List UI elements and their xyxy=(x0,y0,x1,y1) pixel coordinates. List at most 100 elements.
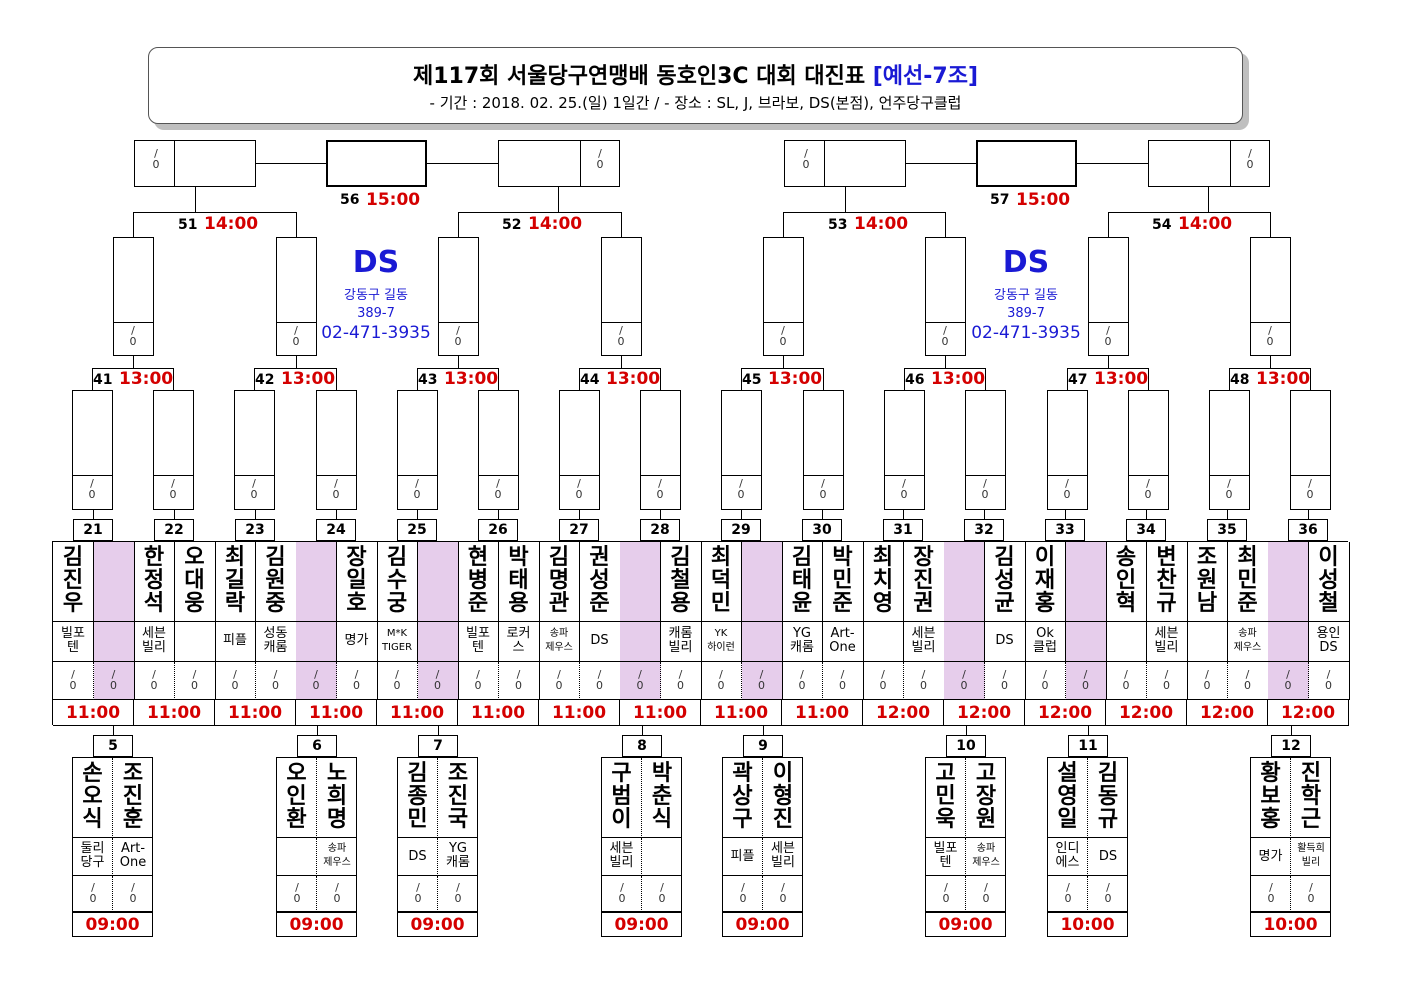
player-name-cell xyxy=(741,542,783,622)
match-time-cell: 11:00 xyxy=(782,700,863,726)
player-score-cell: / 0 xyxy=(782,662,823,700)
player-club-cell: 세븐 빌리 xyxy=(134,622,175,662)
match-time: 11:00 xyxy=(308,703,364,723)
player-name-cell: 송인혁 xyxy=(1106,542,1147,622)
player-club-cell: Ok 클럽 xyxy=(1025,622,1066,662)
bracket-line xyxy=(1108,212,1109,237)
match-number: 26 xyxy=(488,522,508,538)
player-club: 세븐 빌리 xyxy=(771,841,795,870)
bracket-line xyxy=(904,368,905,390)
round1-header: 33 xyxy=(1045,519,1085,541)
player-score-cell: / 0 xyxy=(1187,662,1228,700)
final-center-slot xyxy=(976,140,1077,187)
player-name: 송인혁 xyxy=(1115,545,1137,616)
score-value: / 0 xyxy=(1284,668,1292,692)
player-name-cell: 변찬규 xyxy=(1146,542,1188,622)
player-club: DS xyxy=(590,633,609,648)
round2-slot xyxy=(803,390,844,510)
player-name: 오인환 xyxy=(286,761,307,832)
player-score-cell: / 0 xyxy=(1146,662,1188,700)
player-name: 박민준 xyxy=(832,545,853,616)
player-score-cell: / 0 xyxy=(296,662,337,700)
bracket-line xyxy=(1227,510,1228,519)
bracket-line xyxy=(195,187,196,212)
venue-address: 강동구 길동 xyxy=(344,288,408,303)
player-club-cell xyxy=(277,838,317,876)
score-value: / 0 xyxy=(596,147,604,171)
round1-header: 36 xyxy=(1288,519,1328,541)
bracket-line xyxy=(397,475,438,476)
player-score-cell: / 0 xyxy=(926,876,966,912)
player-club: 피플 xyxy=(730,849,755,864)
player-name: 현병준 xyxy=(467,545,489,616)
player-score-cell: / 0 xyxy=(966,876,1006,912)
player-club-cell: 송파 제우스 xyxy=(1227,622,1269,662)
score-value: / 0 xyxy=(1064,881,1072,905)
player-club-cell: YG 캐롬 xyxy=(438,838,478,876)
match-time: 11:00 xyxy=(713,703,769,723)
bracket-line xyxy=(845,187,846,212)
score-value: / 0 xyxy=(515,668,522,692)
round2-slot xyxy=(234,390,275,510)
bracket-line xyxy=(133,212,134,237)
score-value: / 0 xyxy=(920,668,927,692)
player-club: YK 하이런 xyxy=(707,628,735,653)
player-score-cell: / 0 xyxy=(1308,662,1350,700)
player-name-cell: 최덕민 xyxy=(701,542,742,622)
bracket-line xyxy=(763,322,804,323)
score-value: / 0 xyxy=(617,324,625,348)
player-name: 이형진 xyxy=(772,761,794,832)
player-club-cell: YK 하이런 xyxy=(701,622,742,662)
player-name-cell: 최치영 xyxy=(863,542,904,622)
round1-header: 28 xyxy=(640,519,680,541)
match-time: 11:00 xyxy=(551,703,607,723)
player-name: 김종민 xyxy=(407,761,428,832)
bracket-line xyxy=(93,510,94,519)
round1-header: 23 xyxy=(235,519,275,541)
score-value: / 0 xyxy=(1307,881,1315,905)
match-time-cell: 09:00 xyxy=(277,912,356,936)
round1-header: 32 xyxy=(964,519,1004,541)
player-club-cell: DS xyxy=(579,622,621,662)
round2-slot xyxy=(1209,390,1250,510)
bracket-line xyxy=(1310,368,1311,390)
player-name-cell xyxy=(1065,542,1107,622)
score-value: / 0 xyxy=(636,668,644,692)
match-time: 13:00 xyxy=(1256,369,1311,389)
score-value: / 0 xyxy=(312,668,320,692)
bracket-line xyxy=(296,212,297,237)
bracket-line xyxy=(642,725,643,735)
match-time-cell: 11:00 xyxy=(215,700,296,726)
match-time: 11:00 xyxy=(65,703,121,723)
player-club-cell xyxy=(174,622,216,662)
player-club: 세븐 빌리 xyxy=(609,841,634,870)
score-value: / 0 xyxy=(879,668,887,692)
score-value: / 0 xyxy=(737,477,745,501)
player-club-cell xyxy=(620,622,661,662)
player-club-cell: 활득희 빌리 xyxy=(1291,838,1331,876)
bracket-line xyxy=(255,510,256,519)
player-name-cell: 한정석 xyxy=(134,542,175,622)
player-club-cell: DS xyxy=(398,838,438,876)
player-club: 인디 에스 xyxy=(1055,841,1080,870)
match-time: 09:00 xyxy=(614,915,669,935)
score-value: / 0 xyxy=(941,324,949,348)
score-value: / 0 xyxy=(717,668,725,692)
player-club: 빌포 텐 xyxy=(61,626,85,655)
bracket-line xyxy=(985,368,986,390)
match-number: 32 xyxy=(974,522,994,538)
bracket-line xyxy=(113,322,154,323)
player-score-cell: / 0 xyxy=(723,876,763,912)
bracket-line xyxy=(640,475,681,476)
match-time-cell: 10:00 xyxy=(1048,912,1127,936)
match-number: 56 xyxy=(340,192,360,208)
match-time: 13:00 xyxy=(281,369,336,389)
semi-slot xyxy=(763,237,804,356)
player-name-cell: 진학근 xyxy=(1291,758,1331,838)
player-club: 빌포 텐 xyxy=(933,841,958,870)
player-name: 최민준 xyxy=(1237,545,1258,616)
match-time: 09:00 xyxy=(735,915,790,935)
match-time-cell: 11:00 xyxy=(620,700,701,726)
